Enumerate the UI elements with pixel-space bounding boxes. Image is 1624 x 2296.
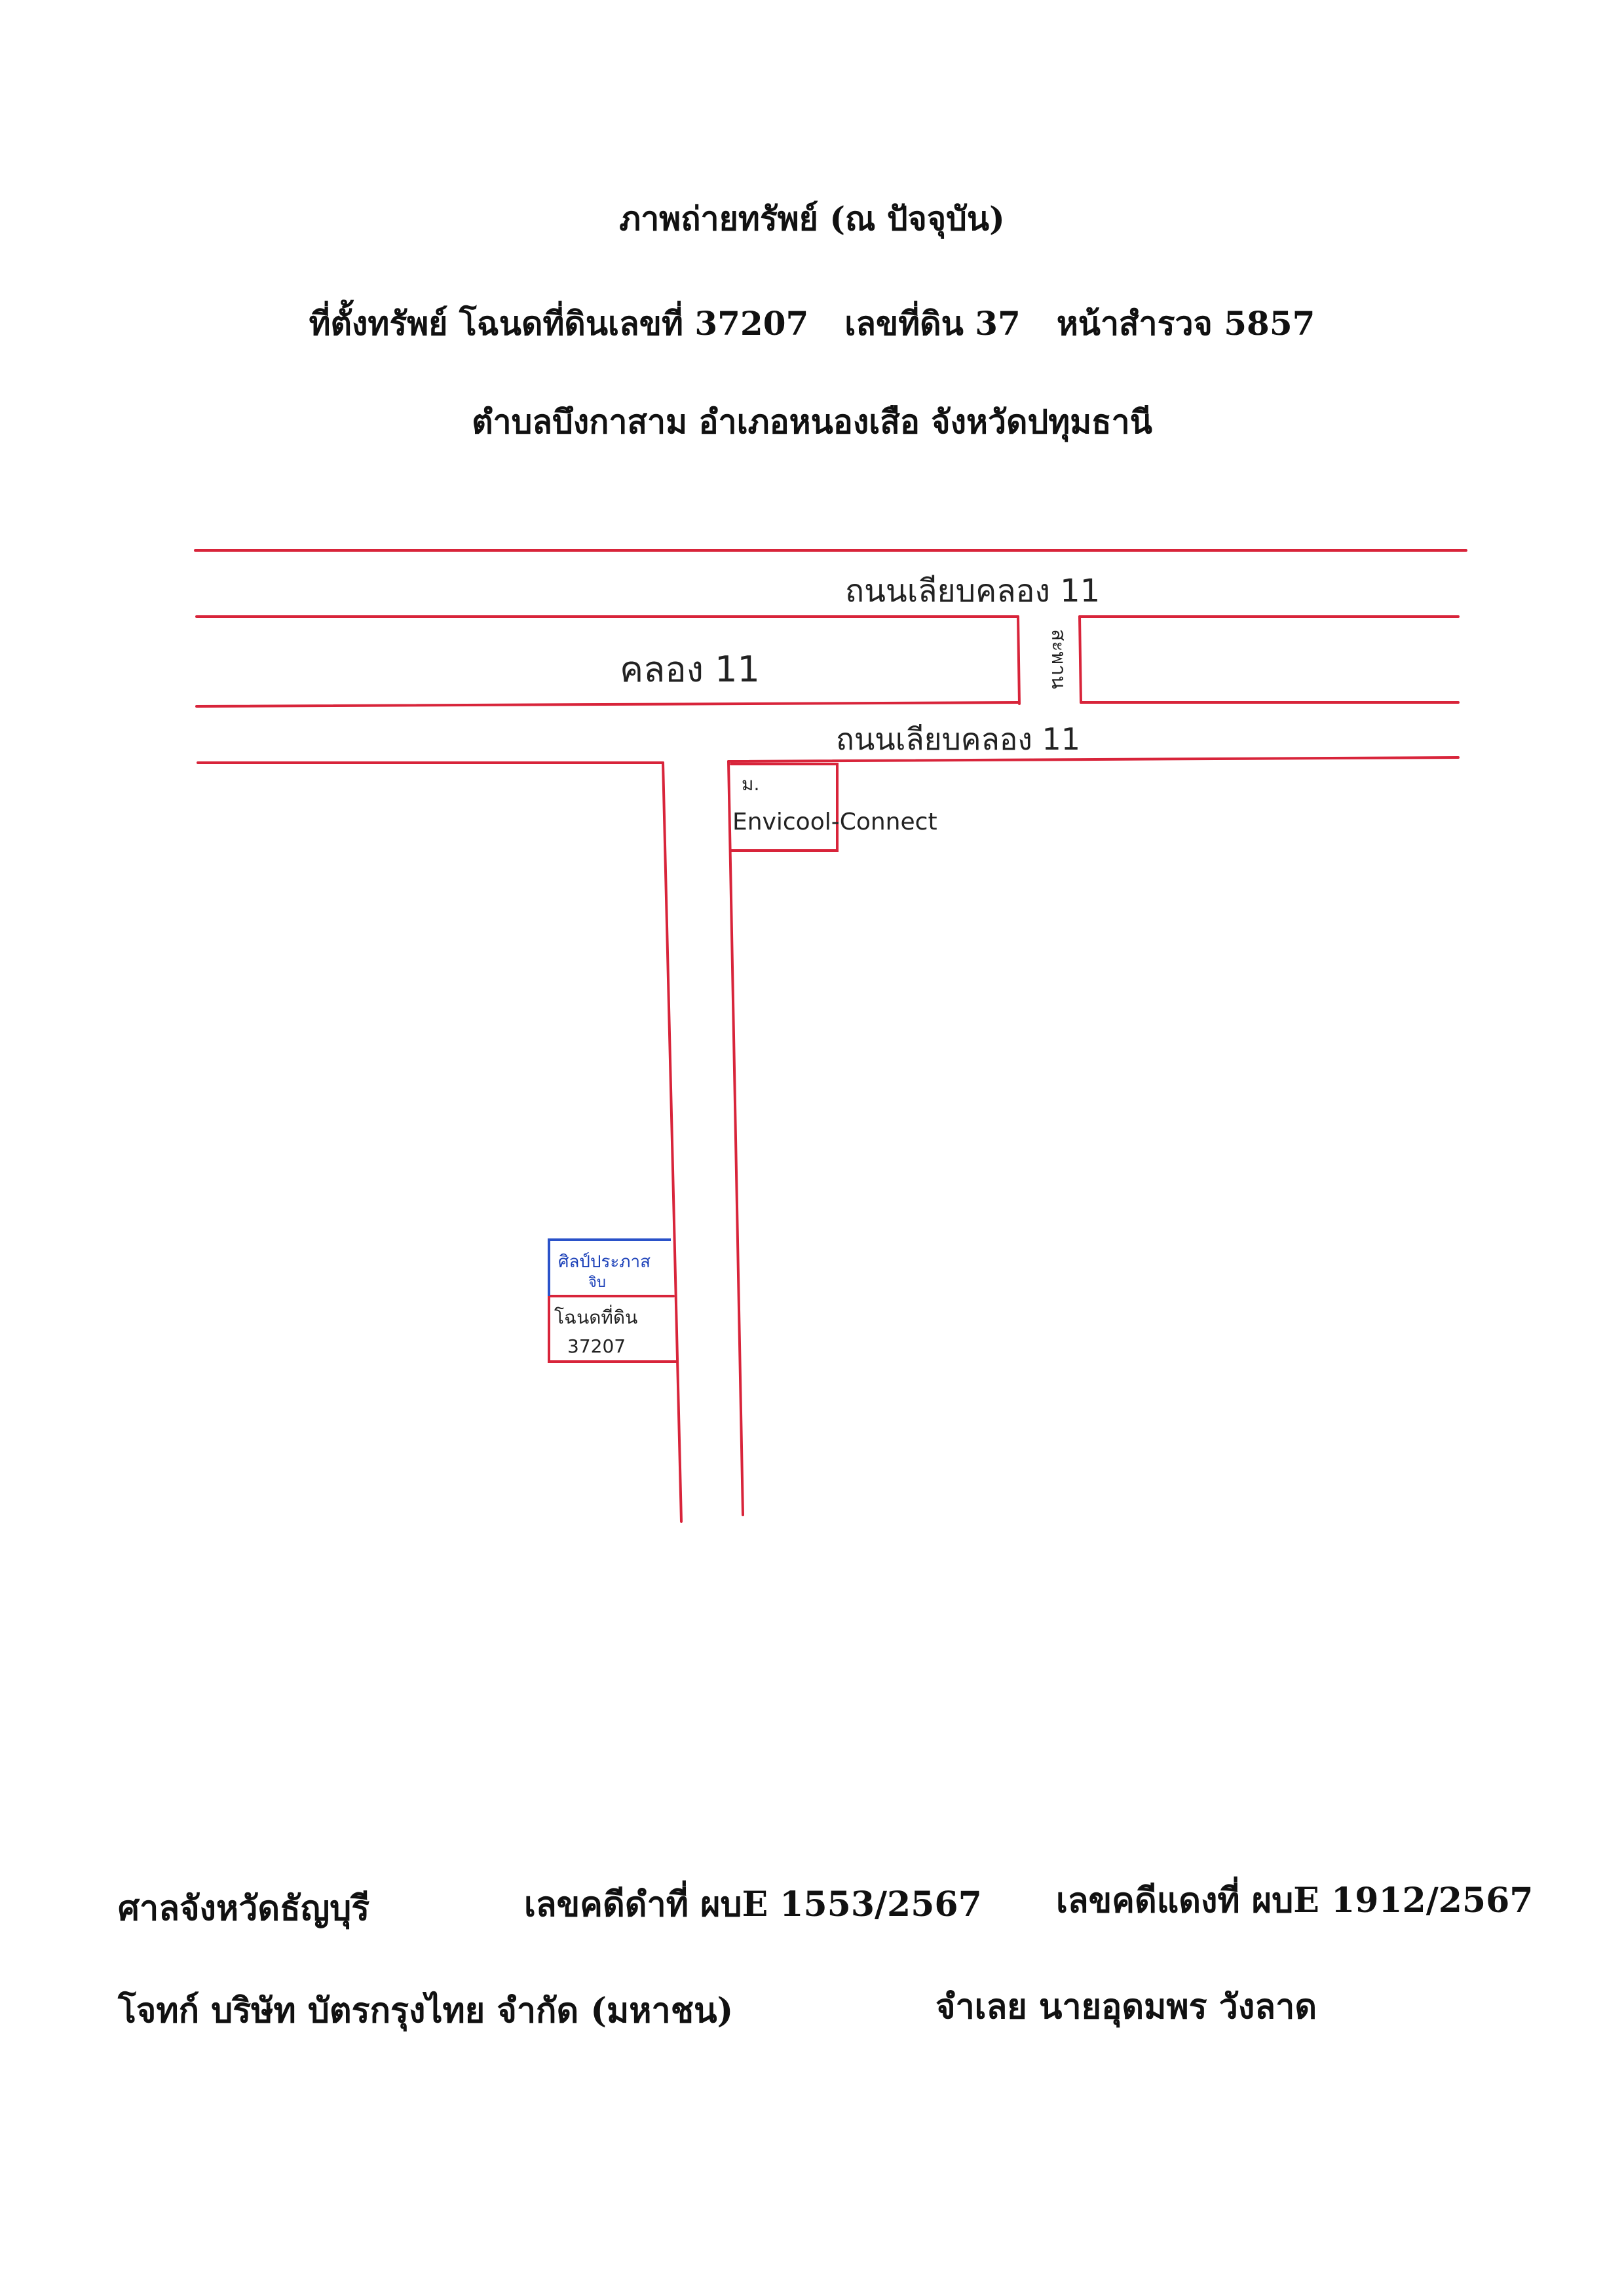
soi-left-edge	[662, 761, 683, 1523]
page-title: ภาพถ่ายทรัพย์ (ณ ปัจจุบัน)	[619, 199, 1005, 238]
court-name: ศาลจังหวัดธัญบุรี	[118, 1888, 370, 1928]
red-case-number: เลขคดีแดงที่ ผบE 1912/2567	[1056, 1881, 1534, 1921]
village-label-name: Envicool-Connect	[732, 809, 937, 835]
road-top-label: ถนนเลียบคลอง 11	[845, 573, 1100, 609]
plot-box	[548, 1295, 677, 1363]
bridge-label: สะพาน	[1047, 629, 1070, 689]
deed-number: ที่ตั้งทรัพย์ โฉนดที่ดินเลขที่ 37207	[309, 304, 809, 343]
plaintiff: โจทก์ บริษัท บัตรกรุงไทย จำกัด (มหาชน)	[118, 1991, 734, 2031]
neighbor-box	[548, 1238, 671, 1296]
land-number: เลขที่ดิน 37	[844, 304, 1021, 343]
bridge-right-side	[1078, 615, 1082, 704]
soi-right-edge	[727, 760, 744, 1516]
property-location-line: ที่ตั้งทรัพย์ โฉนดที่ดินเลขที่ 37207 เลขท…	[0, 298, 1624, 350]
black-case-number: เลขคดีดำที่ ผบE 1553/2567	[524, 1885, 982, 1924]
road-bottom-label: ถนนเลียบคลอง 11	[836, 721, 1080, 757]
plot-deed-number: 37207	[567, 1335, 626, 1357]
neighbor-label-name: ศิลป์ประภาส	[558, 1252, 651, 1272]
village-label-prefix: ม.	[742, 773, 759, 795]
neighbor-label-sub: จิบ	[588, 1274, 606, 1291]
plot-deed-label: โฉนดที่ดิน	[554, 1305, 637, 1328]
village-box	[730, 763, 839, 852]
canal-label: คลอง 11	[620, 649, 760, 690]
canal-bottom-edge-left	[195, 701, 1019, 708]
district-line: ตำบลบึงกาสาม อำเภอหนองเสือ จังหวัดปทุมธา…	[472, 402, 1152, 441]
road-lower-edge-right	[727, 756, 1460, 763]
bridge-left-side	[1017, 615, 1021, 705]
survey-page: หน้าสำรวจ 5857	[1056, 304, 1315, 343]
defendant: จำเลย นายอุดมพร วังลาด	[935, 1987, 1317, 2027]
